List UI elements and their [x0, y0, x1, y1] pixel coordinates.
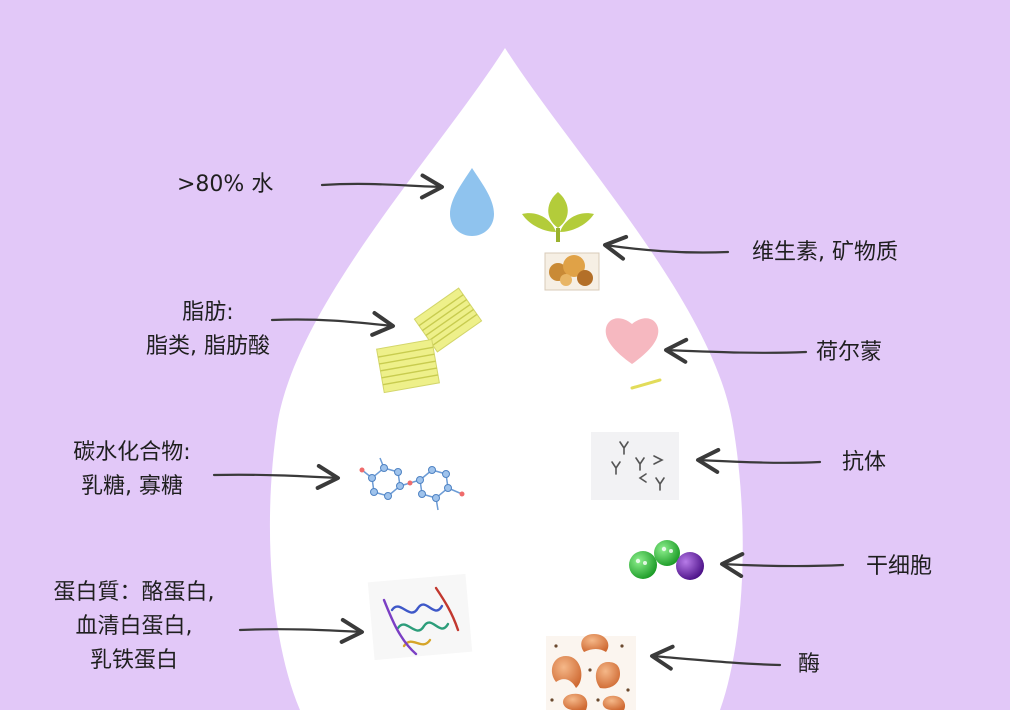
carbohydrate-molecule-icon: [359, 457, 465, 511]
label-proteins: 蛋白質：酪蛋白, 血清白蛋白, 乳铁蛋白: [28, 576, 240, 678]
label-fat: 脂肪: 脂类, 脂肪酸: [118, 296, 298, 364]
plant-leaves-icon: [522, 192, 594, 242]
label-carbohydrates: 碳水化合物: 乳糖, 寡糖: [52, 436, 212, 504]
label-vitamins-minerals: 维生素, 矿物质: [752, 240, 898, 265]
label-water: >80% 水: [177, 172, 274, 197]
arrow-proteins: [238, 617, 364, 644]
antibodies-icon: [591, 432, 679, 500]
label-proteins-line1: 蛋白質：酪蛋白,: [53, 580, 215, 605]
label-carbohydrates-line2: 乳糖, 寡糖: [81, 474, 183, 499]
arrow-vitamins: [603, 234, 730, 261]
arrow-carbs: [212, 463, 340, 490]
label-stem-cells: 干细胞: [866, 554, 933, 579]
heart-icon: [605, 318, 662, 390]
label-proteins-line3: 乳铁蛋白: [89, 648, 178, 673]
milk-drop: [269, 48, 743, 710]
arrow-antibodies: [696, 447, 822, 474]
arrow-fat: [270, 311, 395, 337]
arrow-stemcells: [720, 552, 845, 579]
label-fat-line1: 脂肪:: [182, 300, 234, 325]
label-fat-line2: 脂类, 脂肪酸: [146, 334, 270, 359]
stem-cells-icon: [629, 540, 704, 580]
minerals-icon: [544, 252, 600, 291]
arrow-enzymes: [650, 644, 782, 671]
arrow-hormones: [664, 337, 808, 364]
arrow-water: [320, 173, 444, 200]
protein-structure-icon: [367, 573, 473, 661]
label-proteins-line2: 血清白蛋白,: [75, 614, 193, 639]
label-hormones: 荷尔蒙: [816, 340, 883, 365]
water-drop-icon: [450, 168, 494, 236]
fat-lipid-icon: [376, 287, 483, 394]
enzymes-icon: [546, 634, 636, 710]
label-antibodies: 抗体: [842, 450, 887, 475]
label-carbohydrates-line1: 碳水化合物:: [73, 440, 191, 465]
label-enzymes: 酶: [798, 652, 821, 677]
